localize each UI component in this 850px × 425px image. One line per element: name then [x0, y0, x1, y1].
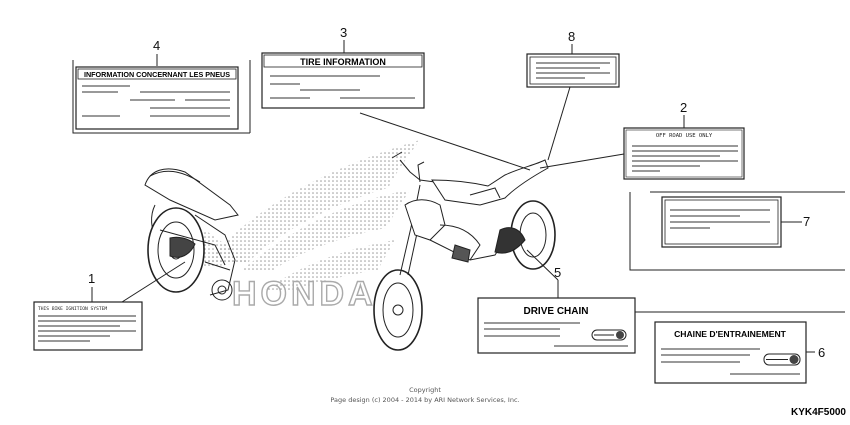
label-5-title: DRIVE CHAIN: [523, 306, 588, 317]
callout-3: 3: [340, 25, 347, 40]
motorcycle-rear-view: [144, 168, 239, 301]
label-4-title: INFORMATION CONCERNANT LES PNEUS: [84, 70, 230, 79]
callout-8: 8: [568, 29, 575, 44]
callout-7: 7: [803, 214, 810, 229]
honda-watermark-text: HONDA: [232, 275, 377, 313]
chain-tool-icon: [763, 353, 801, 366]
callout-4: 4: [153, 38, 160, 53]
callout-6: 6: [818, 345, 825, 360]
label-1-ignition: THIS BIKE IGNITION SYSTEM: [33, 301, 143, 351]
label-1-title: THIS BIKE IGNITION SYSTEM: [38, 306, 107, 312]
leader-lines: [72, 40, 845, 353]
label-7: [661, 196, 782, 248]
copyright-line-2: Page design (c) 2004 - 2014 by ARI Netwo…: [330, 396, 519, 404]
label-2-off-road: OFF ROAD USE ONLY: [623, 127, 745, 180]
label-5-drive-chain: DRIVE CHAIN: [477, 297, 636, 354]
label-8: [526, 53, 620, 88]
callout-1: 1: [88, 271, 95, 286]
label-6-title: CHAINE D'ENTRAINEMENT: [674, 329, 787, 339]
label-4-tire-info-french: INFORMATION CONCERNANT LES PNEUS: [75, 66, 239, 130]
chain-tool-icon: [591, 329, 627, 341]
callout-5: 5: [554, 265, 561, 280]
callout-2: 2: [680, 100, 687, 115]
diagram-code: KYK4F5000: [791, 407, 846, 418]
honda-wing-watermark: [195, 140, 420, 292]
label-3-tire-info: TIRE INFORMATION: [261, 52, 425, 109]
label-3-title: TIRE INFORMATION: [300, 57, 386, 67]
label-2-title: OFF ROAD USE ONLY: [656, 133, 713, 139]
label-6-chaine-entrainement: CHAINE D'ENTRAINEMENT: [654, 321, 807, 384]
copyright-line-1: Copyright: [409, 386, 441, 394]
motorcycle-front-view: [373, 151, 556, 351]
